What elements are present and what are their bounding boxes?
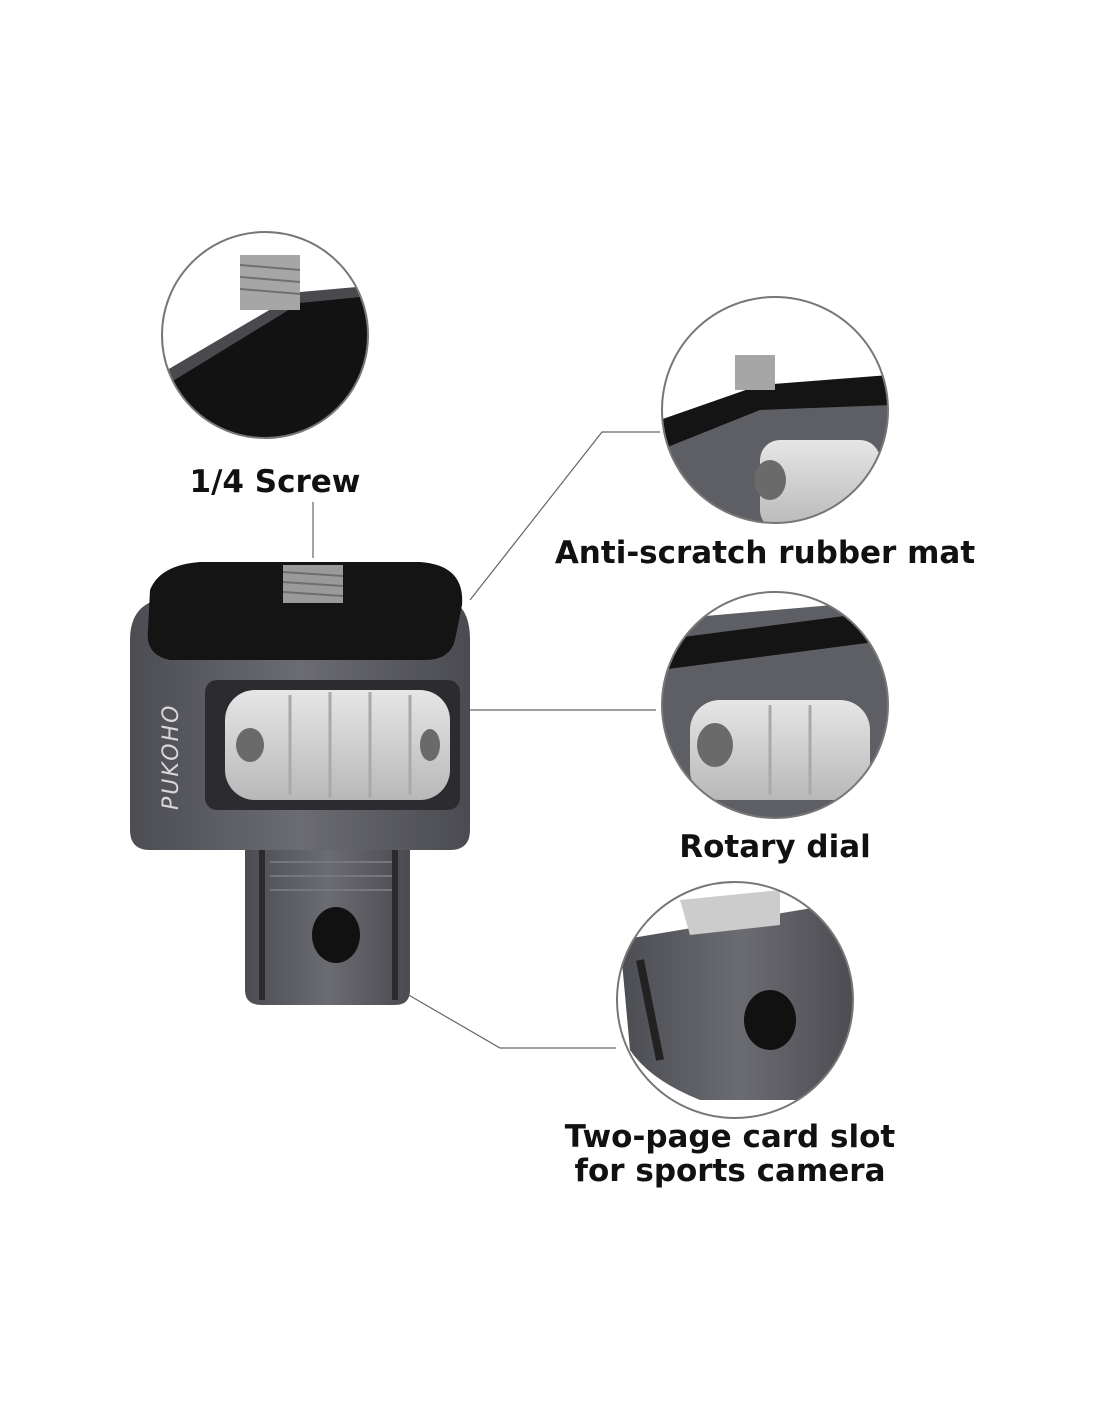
callout-label-slot-line2: for sports camera	[574, 1153, 886, 1189]
detail-circle-screw	[161, 231, 369, 439]
callout-label-mat: Anti-scratch rubber mat	[554, 535, 976, 571]
main-product: PUKOHO	[130, 562, 470, 1005]
detail-circle-slot	[616, 881, 854, 1119]
detail-circle-dial	[661, 591, 889, 819]
callout-label-slot-line1: Two-page card slot	[564, 1119, 896, 1155]
leader-lines	[312, 431, 660, 1049]
callout-label-screw: 1/4 Screw	[189, 464, 361, 500]
detail-circle-mat	[661, 296, 889, 524]
brand-logo: PUKOHO	[159, 704, 184, 810]
callout-label-dial: Rotary dial	[679, 829, 871, 865]
